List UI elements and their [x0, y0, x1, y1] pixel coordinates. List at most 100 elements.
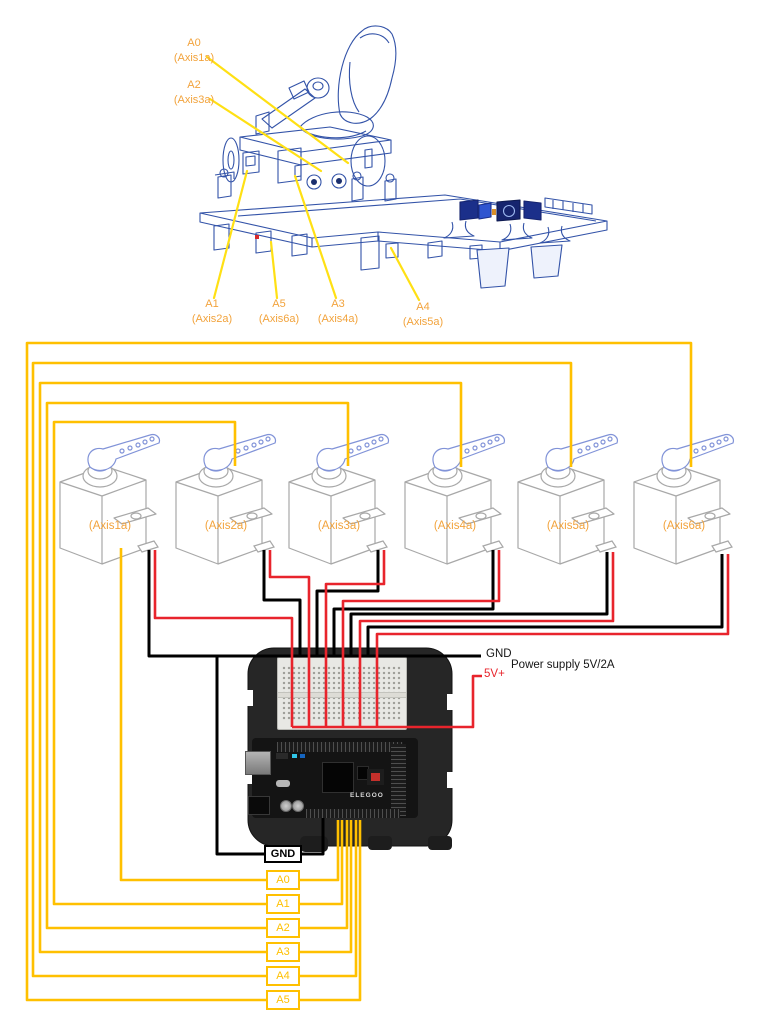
leg-2: [255, 230, 272, 254]
simulator-cad-drawing: [199, 25, 608, 289]
leg-5: [385, 242, 399, 259]
pin-box-a1: A1: [266, 894, 300, 914]
5v-supply-label: 5V+: [484, 668, 505, 680]
breadboard-channel: [278, 692, 406, 698]
base-deck-top: [199, 194, 608, 243]
coupler-left-hub: [311, 179, 317, 185]
cluster-box-3: [523, 200, 542, 221]
cad-label-a5-pin: A5: [272, 298, 286, 310]
base-deck-inner: [237, 198, 597, 222]
usb-port: [245, 751, 271, 775]
servo-label-axis6a: (Axis6a): [662, 520, 706, 532]
crystal-oscillator: [276, 780, 290, 787]
servo-label-axis2a: (Axis2a): [204, 520, 248, 532]
pin-box-a4: A4: [266, 966, 300, 986]
left-disc-hub: [227, 150, 235, 170]
board-brand-text: ELEGOO: [350, 792, 384, 799]
servo-axis1a: [54, 430, 166, 590]
cad-label-a4-pin: A4: [416, 301, 430, 313]
mcu-chip: [322, 762, 354, 793]
right-rim-fins: [552, 200, 584, 213]
cluster-box-2: [496, 199, 521, 222]
plate-foot-mid: [368, 836, 392, 850]
cad-label-a3-pin: A3: [331, 298, 345, 310]
gnd-supply-label: GND: [486, 648, 512, 660]
servo-axis4a: [399, 430, 511, 590]
pin-box-a5: A5: [266, 990, 300, 1010]
cluster-orange-bit: [492, 209, 496, 215]
capacitor: [292, 800, 304, 812]
cad-label-a4: A4 (Axis5a): [383, 300, 463, 330]
servo-label-axis1a: (Axis1a): [88, 520, 132, 532]
pin-box-a3: A3: [266, 942, 300, 962]
breadboard: [277, 657, 407, 730]
servo-label-axis5a: (Axis5a): [546, 520, 590, 532]
power-jack: [248, 796, 270, 815]
leg-4: [360, 235, 380, 271]
usb-connector-part: [478, 202, 492, 220]
cad-label-a1-axis: (Axis2a): [191, 313, 233, 325]
joystick-arm: [261, 88, 316, 129]
status-led: [300, 754, 305, 758]
pin-box-a0: A0: [266, 870, 300, 890]
joystick-knob: [306, 77, 330, 99]
pin-header-analog: [306, 809, 400, 818]
right-rim: [544, 197, 593, 215]
bell-foot-2: [501, 222, 533, 241]
right-disc: [350, 135, 386, 187]
center-box-tab: [294, 164, 302, 178]
left-actuator-inner: [245, 155, 256, 167]
cad-label-a2-axis: (Axis3a): [173, 94, 215, 106]
arduino-mega-board: ELEGOO: [245, 738, 418, 818]
joystick-knob-top: [312, 81, 324, 91]
smd-components: [276, 753, 288, 759]
servo-axis3a: [283, 430, 395, 590]
cad-label-a1-pin: A1: [205, 298, 219, 310]
servo-label-axis4a: (Axis4a): [433, 520, 477, 532]
power-led: [292, 754, 297, 758]
cad-label-a3-axis: (Axis4a): [317, 313, 359, 325]
cad-label-a1: A1 (Axis2a): [172, 297, 252, 327]
servo-axis2a: [170, 430, 282, 590]
cad-label-a2: A2 (Axis3a): [154, 78, 234, 108]
reset-button: [371, 773, 380, 781]
pillar-cap-3: [385, 173, 395, 183]
headrest-line: [359, 33, 390, 44]
fin-left: [476, 247, 510, 289]
servo-axis5a: [512, 430, 624, 590]
cad-label-a2-pin: A2: [187, 79, 201, 91]
pillar-cap-2: [352, 171, 362, 181]
cluster-box-1: [459, 199, 479, 221]
cad-label-a3: A3 (Axis4a): [298, 297, 378, 327]
coupler-right-hub: [336, 178, 342, 184]
gnd-pin-box: GND: [264, 845, 302, 863]
capacitor: [280, 800, 292, 812]
red-marker: [255, 235, 259, 239]
right-disc-hub: [364, 148, 373, 169]
pin-header-right: [391, 744, 406, 816]
upper-deck-top: [239, 126, 392, 153]
cluster-dial: [502, 204, 516, 218]
plate-foot-right: [428, 836, 452, 850]
bell-foot-1: [443, 220, 475, 239]
cad-label-a0-axis: (Axis1a): [173, 52, 215, 64]
pin-box-a2: A2: [266, 918, 300, 938]
cad-label-a0: A0 (Axis1a): [154, 36, 234, 66]
servo-axis6a: [628, 430, 740, 590]
bell-foot-3: [539, 225, 571, 244]
seat-contour: [348, 61, 360, 113]
pin-header-top: [277, 742, 403, 752]
cad-label-a4-axis: (Axis5a): [402, 316, 444, 328]
upper-deck-sides: [239, 137, 392, 166]
fin-right: [530, 244, 563, 279]
power-supply-label: Power supply 5V/2A: [511, 659, 615, 671]
seat-back: [337, 25, 397, 124]
servo-label-axis3a: (Axis3a): [317, 520, 361, 532]
cad-label-a5-axis: (Axis6a): [258, 313, 300, 325]
plate-foot-left: [300, 836, 328, 852]
cad-label-a0-pin: A0: [187, 37, 201, 49]
leg-6: [427, 240, 443, 259]
cad-label-a5: A5 (Axis6a): [239, 297, 319, 327]
seat-pan: [299, 111, 374, 140]
